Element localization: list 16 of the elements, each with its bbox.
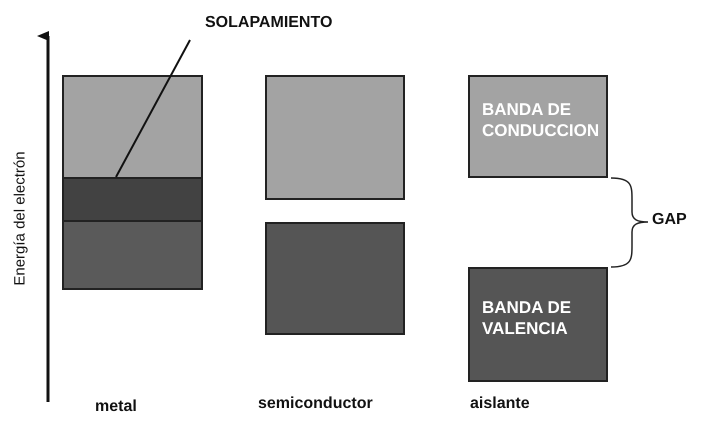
gap-label: GAP [652, 211, 687, 229]
column-label: metal [95, 398, 137, 416]
band-label: BANDA DE VALENCIA [482, 297, 572, 339]
energy-band-box [468, 267, 608, 382]
leader-line [115, 40, 191, 178]
column-label: semiconductor [258, 395, 373, 413]
energy-band-box [265, 75, 405, 200]
energy-band-box [468, 75, 608, 178]
energy-band-box [62, 75, 203, 179]
band-overlap-label: SOLAPAMIENTO [205, 14, 332, 32]
energy-band-box [62, 177, 203, 222]
axis-label: Energía del electrón [12, 150, 28, 288]
energy-band-box [62, 220, 203, 290]
column-label: aislante [470, 395, 530, 413]
energy-band-box [265, 222, 405, 335]
band-label: BANDA DE CONDUCCION [482, 99, 600, 141]
